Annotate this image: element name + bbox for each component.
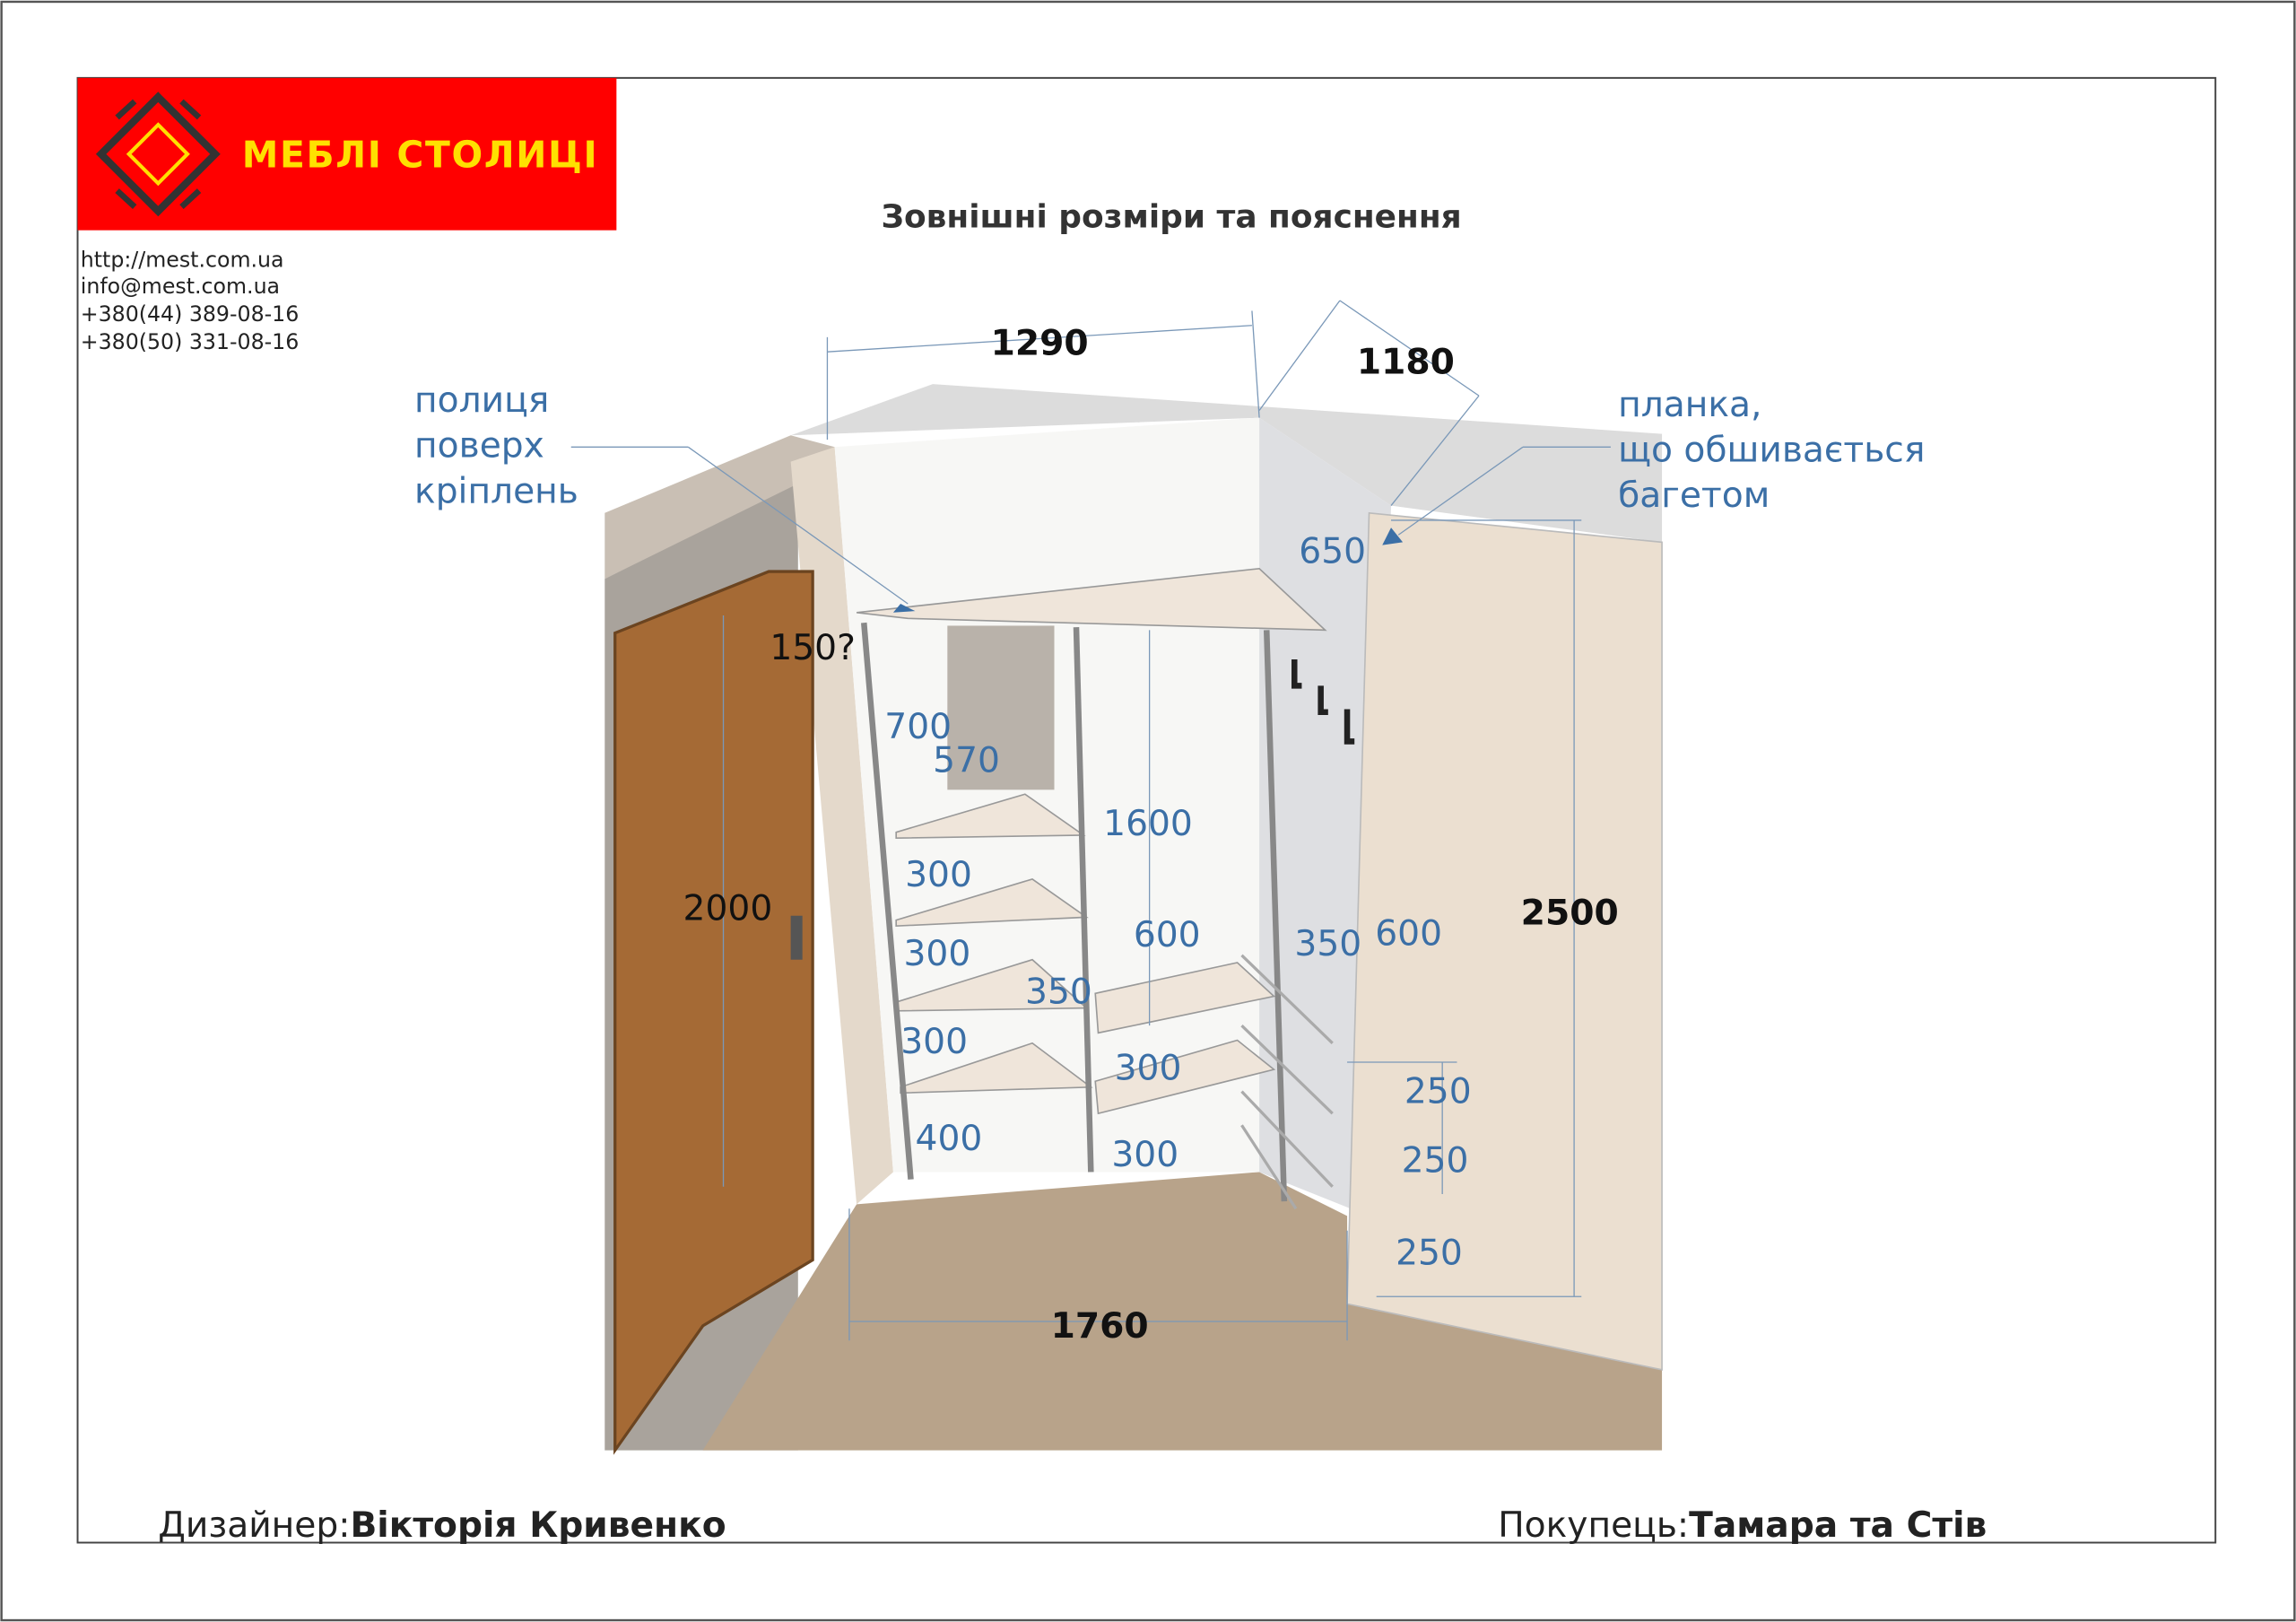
dim-300-a: 300	[905, 855, 972, 895]
designer-credit: Дизайнер:Вікторія Кривенко	[158, 1505, 726, 1546]
dim-2500: 2500	[1521, 894, 1619, 934]
dim-250-a: 250	[1405, 1072, 1472, 1112]
door-handle-icon	[790, 915, 803, 960]
arrow-icon	[1382, 528, 1404, 545]
dim-width-bottom: 1760	[1051, 1306, 1149, 1347]
dim-150: 150?	[770, 628, 856, 668]
dim-700: 700	[884, 707, 952, 747]
plank-note-line-2: що обшивається	[1618, 431, 1925, 471]
dim-width-top: 1290	[991, 323, 1089, 363]
plank-note-line-3: багетом	[1618, 475, 1770, 516]
phone-2: +380(50) 331-08-16	[81, 329, 299, 354]
logo-diamond-icon	[95, 92, 221, 217]
dim-250-b: 250	[1402, 1140, 1469, 1181]
customer-label: Покупець:	[1498, 1505, 1689, 1546]
dim-2000: 2000	[683, 889, 773, 929]
designer-name: Вікторія Кривенко	[350, 1505, 726, 1546]
right-panel	[1346, 511, 1663, 1371]
brand-logo: МЕБЛІ СТОЛИЦІ	[77, 77, 617, 231]
floor	[702, 1172, 1663, 1451]
door	[613, 570, 814, 1455]
shelves	[857, 567, 1327, 1115]
dim-250-c: 250	[1396, 1233, 1463, 1273]
dim-350-a: 350	[1294, 924, 1361, 964]
phone-1: +380(44) 389-08-16	[81, 301, 299, 327]
shelf-note-line-1: полиця	[414, 380, 549, 421]
brand-name: МЕБЛІ СТОЛИЦІ	[242, 133, 599, 176]
room-render	[604, 380, 1663, 1455]
customer-name: Тамара та Стів	[1689, 1505, 1987, 1546]
dim-650: 650	[1299, 531, 1366, 571]
coat-hooks-icon	[1292, 659, 1355, 745]
dim-600-b: 600	[1375, 913, 1442, 954]
plank-note-line-1: планка,	[1618, 385, 1761, 425]
dim-300-c: 300	[900, 1022, 968, 1062]
dim-600-a: 600	[1134, 915, 1201, 955]
poles	[861, 622, 1288, 1202]
dim-350-b: 350	[1025, 972, 1092, 1013]
dim-400: 400	[916, 1119, 983, 1159]
dim-570: 570	[933, 741, 1000, 781]
mirror-panel	[947, 625, 1055, 790]
website-link[interactable]: http://mest.com.ua	[81, 247, 284, 272]
customer-credit: Покупець:Тамара та Стів	[1498, 1505, 1987, 1546]
shoe-rails	[1240, 954, 1334, 1210]
dim-300-d: 300	[1115, 1049, 1182, 1089]
shelf-note-line-2: поверх	[414, 426, 544, 467]
dim-300-b: 300	[904, 934, 971, 974]
page-title: Зовнішні розміри та пояснення	[882, 198, 1462, 235]
email-link[interactable]: info@mest.com.ua	[81, 274, 280, 299]
dimension-lines	[570, 300, 1611, 1341]
inner-frame	[76, 76, 2217, 1544]
dim-depth-top: 1180	[1357, 343, 1455, 383]
shelf-note-line-3: кріплень	[414, 471, 578, 511]
dim-1600: 1600	[1103, 804, 1193, 844]
dim-300-e: 300	[1111, 1135, 1178, 1175]
arrow-icon	[892, 603, 916, 613]
designer-label: Дизайнер:	[158, 1505, 350, 1546]
